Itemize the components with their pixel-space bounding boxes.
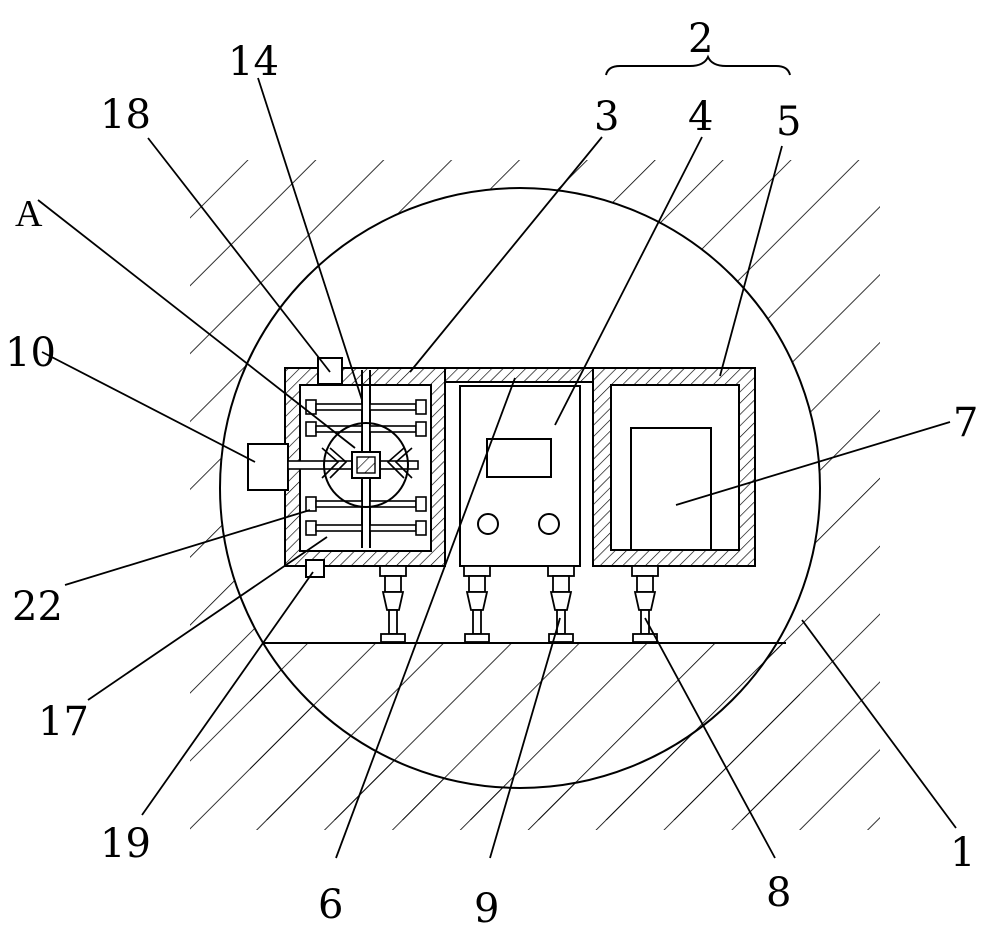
- label-2: 2: [688, 16, 713, 62]
- label-14: 14: [228, 39, 279, 85]
- label-1: 1: [950, 830, 975, 876]
- label-8: 8: [766, 870, 791, 916]
- support-feet: [379, 565, 659, 643]
- label-A: A: [15, 193, 43, 235]
- label-7: 7: [953, 400, 978, 446]
- label-18: 18: [100, 92, 151, 138]
- leader-lines: [37, 77, 957, 859]
- label-17: 17: [38, 699, 89, 745]
- label-9: 9: [474, 886, 499, 932]
- group-brace: [605, 54, 791, 76]
- label-3: 3: [594, 94, 619, 140]
- label-6: 6: [318, 882, 343, 928]
- label-5: 5: [776, 99, 801, 145]
- top-bar: [444, 367, 594, 383]
- label-22: 22: [12, 584, 63, 630]
- label-4: 4: [688, 94, 713, 140]
- label-19: 19: [100, 821, 151, 867]
- floor-base: [219, 187, 821, 820]
- part-labels: 2 14 18 3 4 5 A 10 7 22 17 19 1 8 6 9: [5, 16, 978, 932]
- left-housing: [247, 357, 446, 578]
- right-housing: [592, 367, 756, 567]
- label-10: 10: [5, 330, 56, 376]
